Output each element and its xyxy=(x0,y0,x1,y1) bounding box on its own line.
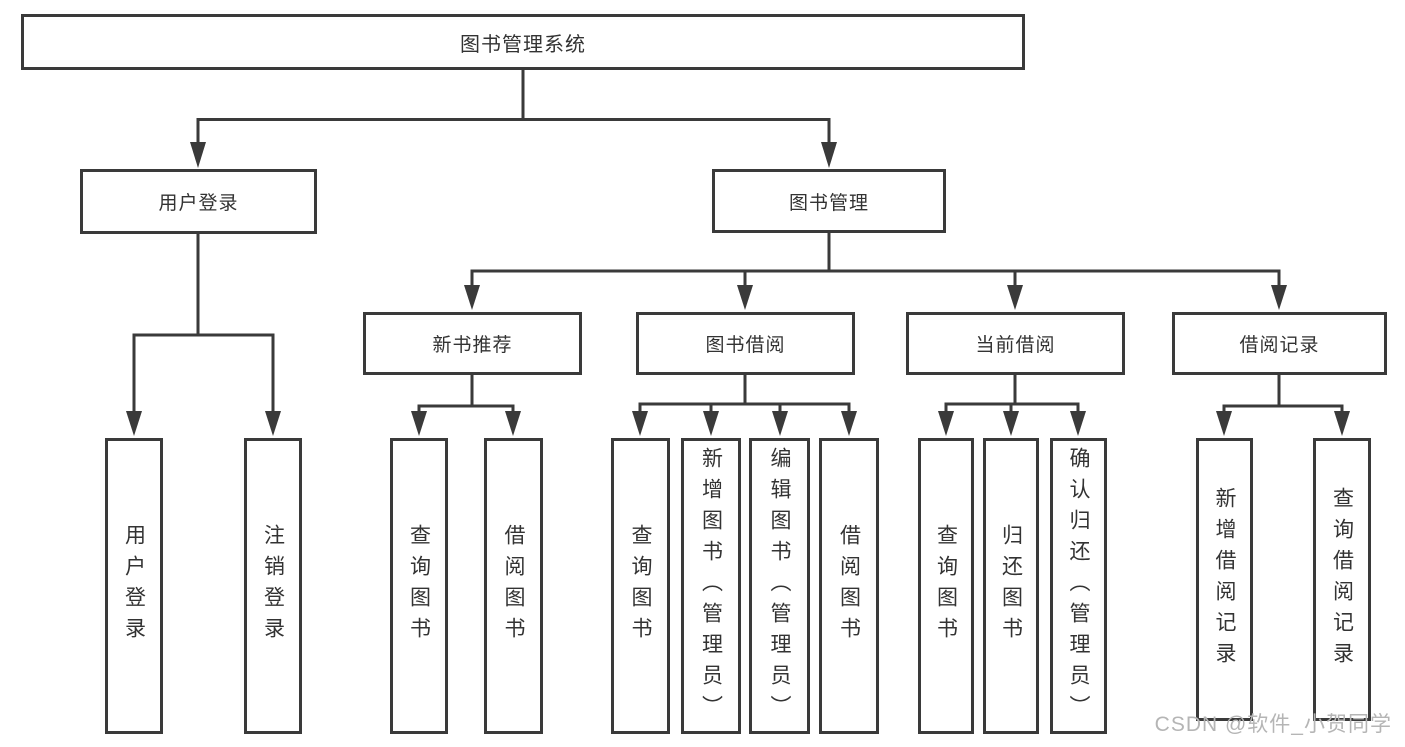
leaf-borrow-books: 借阅图书 xyxy=(819,438,879,734)
arrowhead-icon xyxy=(1216,411,1232,436)
arrowhead-icon xyxy=(1007,285,1023,310)
node-book-borrowing: 图书借阅 xyxy=(636,312,855,375)
leaf-borrow-books-recommend: 借阅图书 xyxy=(484,438,543,734)
leaf-return-books: 归还图书 xyxy=(983,438,1039,734)
arrowhead-icon xyxy=(1334,411,1350,436)
node-book-management: 图书管理 xyxy=(712,169,946,233)
arrowhead-icon xyxy=(464,285,480,310)
arrowhead-icon xyxy=(505,411,521,436)
arrowhead-icon xyxy=(703,411,719,436)
arrowhead-icon xyxy=(938,411,954,436)
connector-current-borrowing xyxy=(938,375,1086,436)
node-user-login: 用户登录 xyxy=(80,169,317,234)
leaf-add-books-admin: 新增图书（管理员） xyxy=(681,438,741,734)
node-library-management-system: 图书管理系统 xyxy=(21,14,1025,70)
connector-new-book-recommend xyxy=(411,375,521,436)
arrowhead-icon xyxy=(821,142,837,168)
leaf-add-borrow-record: 新增借阅记录 xyxy=(1196,438,1253,721)
arrowhead-icon xyxy=(841,411,857,436)
arrowhead-icon xyxy=(737,285,753,310)
node-borrowing-records: 借阅记录 xyxy=(1172,312,1387,375)
arrowhead-icon xyxy=(772,411,788,436)
leaf-query-borrow-record: 查询借阅记录 xyxy=(1313,438,1371,721)
node-new-book-recommend: 新书推荐 xyxy=(363,312,582,375)
arrowhead-icon xyxy=(1070,411,1086,436)
leaf-query-books-current: 查询图书 xyxy=(918,438,974,734)
leaf-query-books-recommend: 查询图书 xyxy=(390,438,448,734)
connector-book-borrowing xyxy=(632,375,857,436)
connector-root xyxy=(190,68,837,168)
connector-borrowing-records xyxy=(1216,375,1350,436)
leaf-query-books-borrowing: 查询图书 xyxy=(611,438,670,734)
arrowhead-icon xyxy=(1271,285,1287,310)
arrowhead-icon xyxy=(632,411,648,436)
arrowhead-icon xyxy=(126,411,142,436)
connector-user-login xyxy=(126,234,281,436)
arrowhead-icon xyxy=(411,411,427,436)
leaf-confirm-return-admin: 确认归还（管理员） xyxy=(1050,438,1107,734)
arrowhead-icon xyxy=(190,142,206,168)
leaf-logout: 注销登录 xyxy=(244,438,302,734)
arrowhead-icon xyxy=(265,411,281,436)
connector-book-management xyxy=(464,233,1287,310)
csdn-watermark: CSDN @软件_小贺同学 xyxy=(1154,713,1392,736)
leaf-user-login: 用户登录 xyxy=(105,438,163,734)
arrowhead-icon xyxy=(1003,411,1019,436)
node-current-borrowing: 当前借阅 xyxy=(906,312,1125,375)
leaf-edit-books-admin: 编辑图书（管理员） xyxy=(749,438,810,734)
